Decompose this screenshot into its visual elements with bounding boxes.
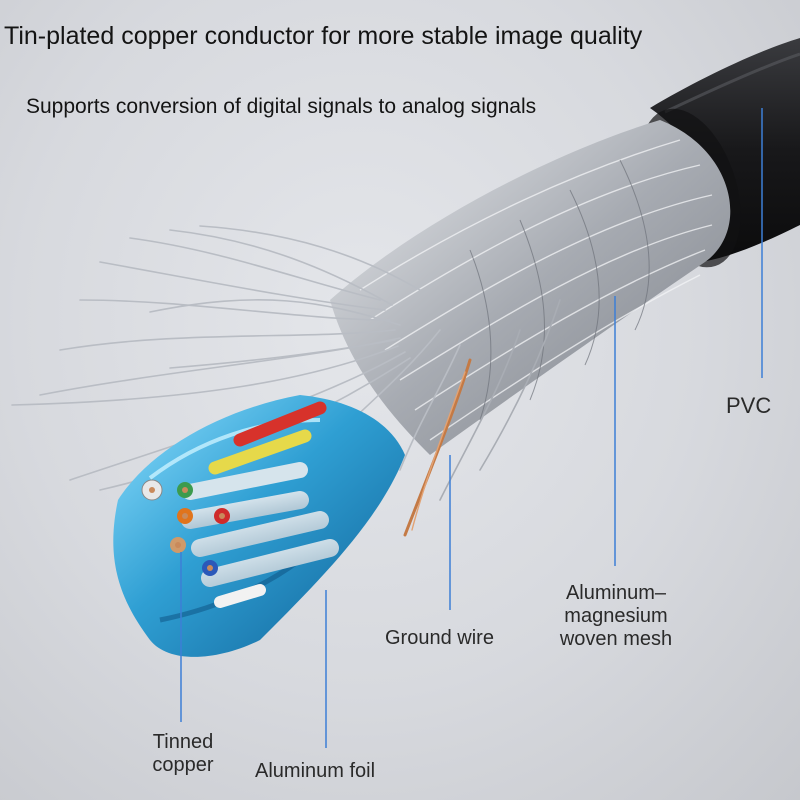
frayed-strands [11,225,561,501]
headline-primary: Tin-plated copper conductor for more sta… [4,22,643,50]
ground-wire-strand [403,358,472,537]
headline-secondary: Supports conversion of digital signals t… [26,95,537,118]
braided-mesh [330,120,731,455]
label-aluminum-foil: Aluminum foil [255,760,376,782]
label-aluminum-magnesium-mesh: Aluminum– magnesium woven mesh [559,582,673,650]
label-tinned-copper: Tinned copper [152,731,214,776]
leader-lines [180,108,763,748]
label-ground-wire: Ground wire [385,627,494,649]
inner-wires [141,401,339,608]
label-pvc: PVC [726,393,772,418]
